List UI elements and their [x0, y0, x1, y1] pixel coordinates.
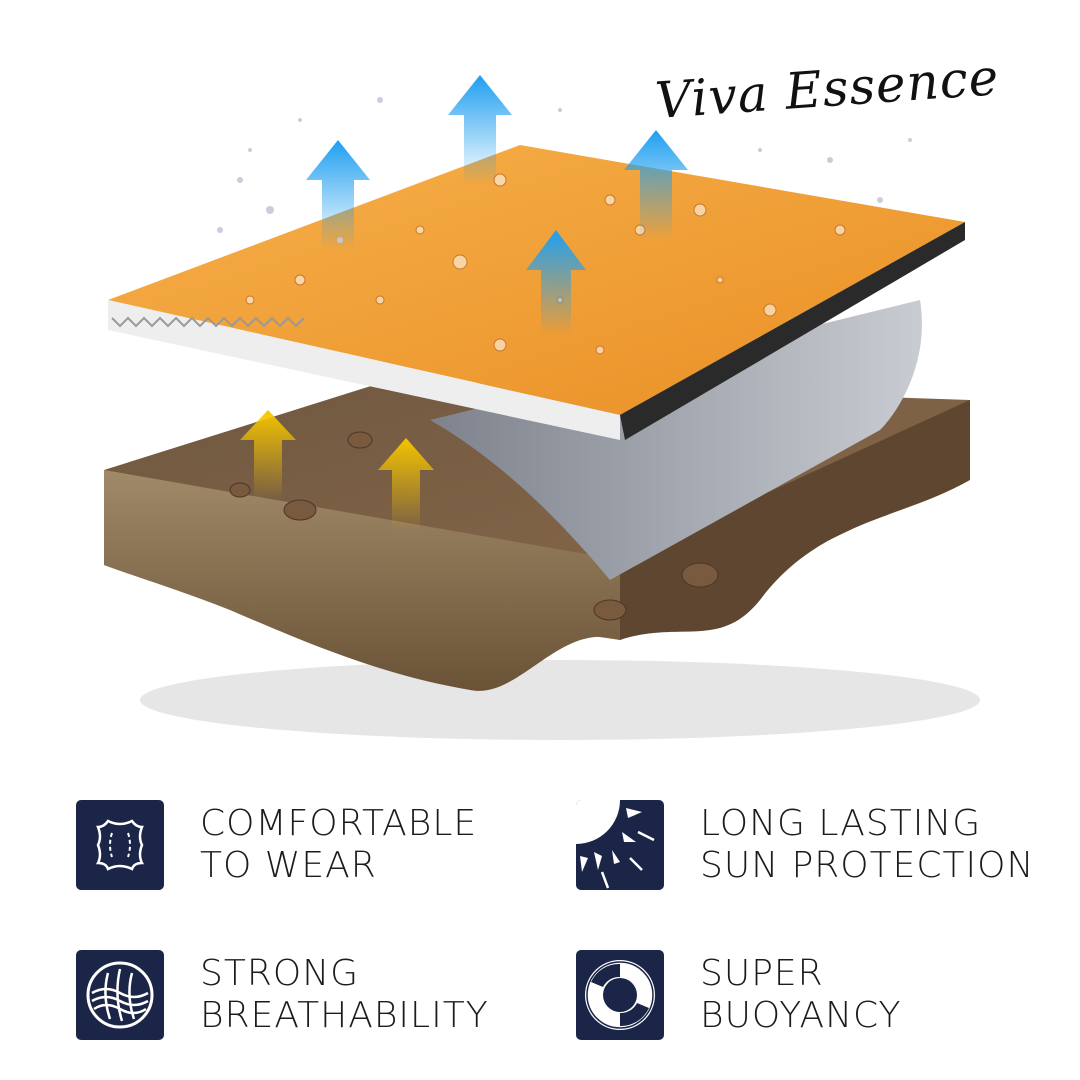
yellow-arrows-icon	[240, 410, 434, 530]
fabric-layers-illustration	[104, 75, 980, 740]
base-droplets	[229, 431, 719, 621]
feature-line: TO WEAR	[200, 845, 377, 886]
sun-protection-icon	[576, 800, 664, 890]
feature-line: STRONG	[200, 953, 360, 994]
feature-line: LONG LASTING	[700, 803, 982, 844]
feature-line: SUPER	[700, 953, 824, 994]
lifebuoy-icon	[576, 950, 664, 1040]
breathability-icon	[76, 950, 164, 1040]
top-layer	[108, 145, 965, 440]
feature-line: BREATHABILITY	[200, 995, 489, 1036]
middle-layer	[430, 300, 922, 580]
feature-line: BUOYANCY	[700, 995, 902, 1036]
water-droplets	[245, 173, 846, 355]
feature-line: SUN PROTECTION	[700, 845, 1035, 886]
blue-arrows-icon	[306, 75, 688, 335]
leather-hide-icon	[76, 800, 164, 890]
feature-line: COMFORTABLE	[200, 803, 478, 844]
